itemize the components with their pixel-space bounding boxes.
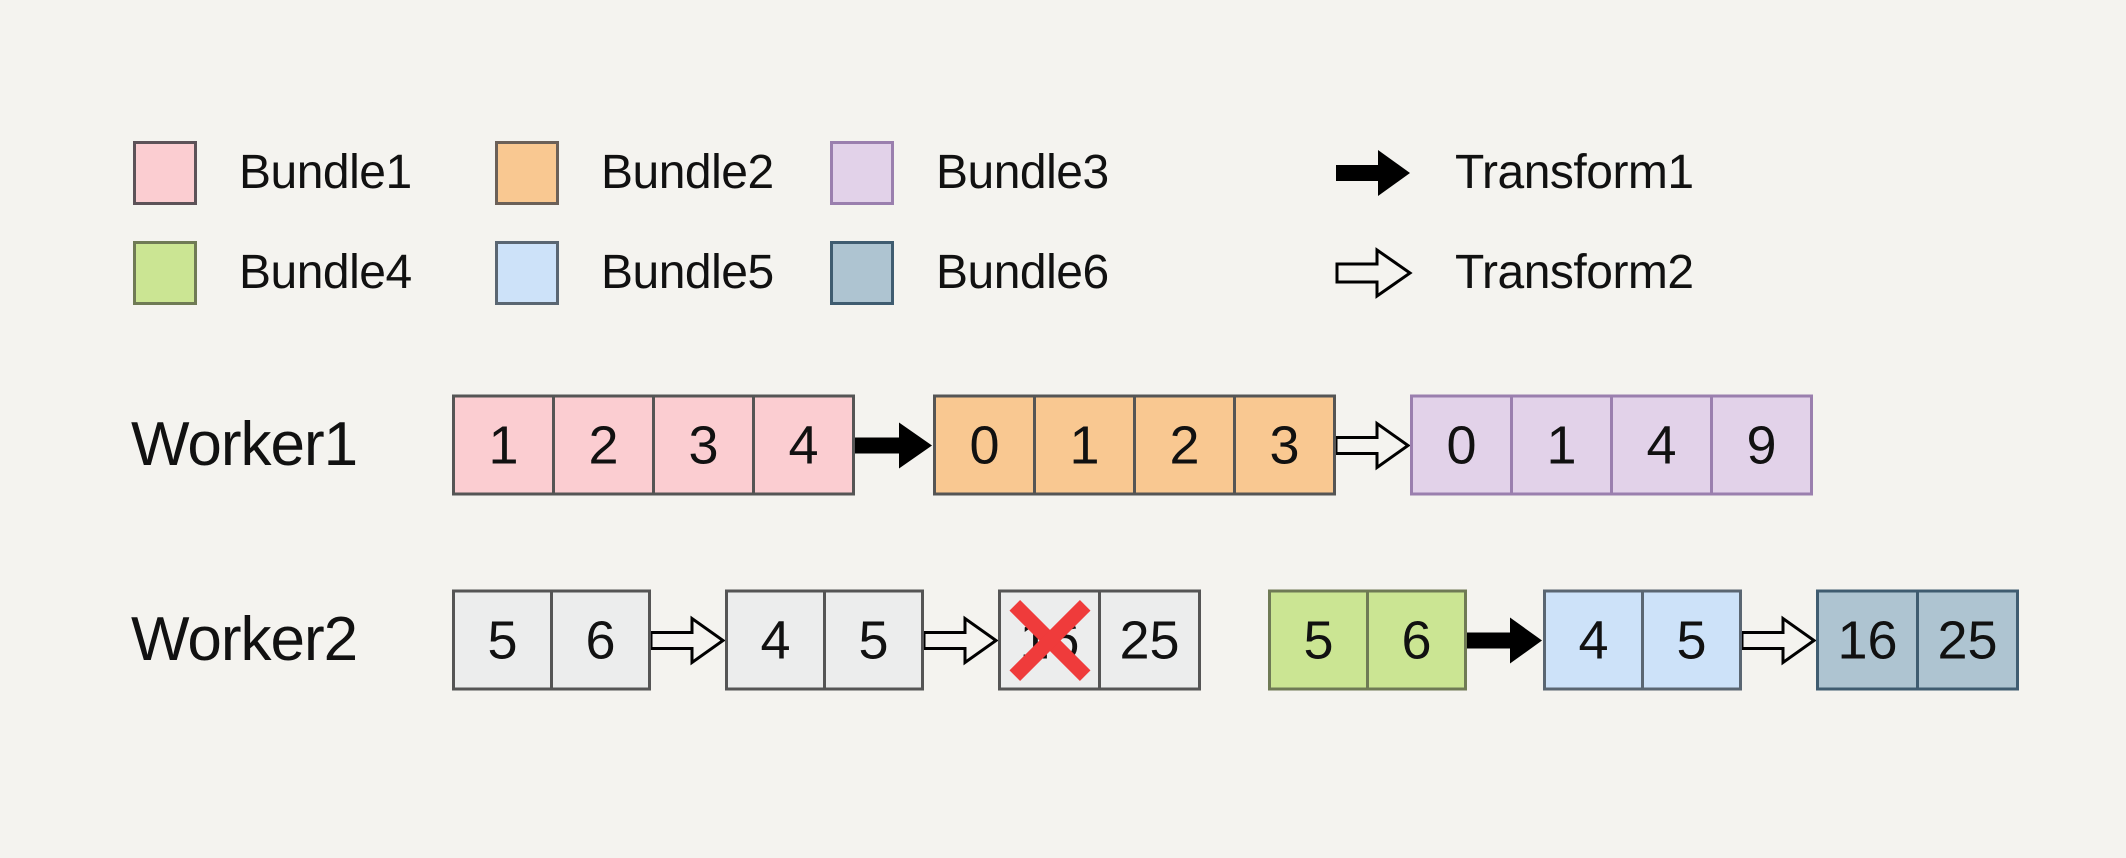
cell[interactable]: 6 [550, 589, 651, 691]
worker-row-worker1: Worker1 1 2 3 4 0 1 2 3 0 1 4 [0, 385, 2126, 505]
color-swatch-icon [133, 241, 197, 305]
cell[interactable]: 5 [823, 589, 924, 691]
cell[interactable]: 4 [1610, 394, 1713, 496]
legend-item-bundle2: Bundle2 [495, 138, 774, 208]
solid-right-arrow-icon [1467, 616, 1543, 664]
legend-item-transform1: Transform1 [1335, 138, 1694, 208]
legend-label: Transform2 [1455, 246, 1694, 299]
worker1-pipeline: 1 2 3 4 0 1 2 3 0 1 4 9 [452, 394, 1813, 496]
cell[interactable]: 25 [1916, 589, 2019, 691]
bundle-group-plain-a: 5 6 [452, 589, 651, 691]
color-swatch-icon [830, 141, 894, 205]
cell[interactable]: 0 [933, 394, 1036, 496]
bundle-group-bundle6: 16 25 [1816, 589, 2019, 691]
legend-label: Bundle4 [239, 246, 412, 299]
cell[interactable]: 5 [1641, 589, 1742, 691]
bundle-group-bundle3: 0 1 4 9 [1410, 394, 1813, 496]
legend-label: Bundle1 [239, 146, 412, 199]
legend-label: Transform1 [1455, 146, 1694, 199]
legend-label: Bundle6 [936, 246, 1109, 299]
solid-right-arrow-icon [855, 421, 933, 469]
legend-item-bundle6: Bundle6 [830, 238, 1109, 308]
cell[interactable]: 9 [1710, 394, 1813, 496]
cell[interactable]: 4 [1543, 589, 1644, 691]
legend-item-bundle3: Bundle3 [830, 138, 1109, 208]
legend-item-transform2: Transform2 [1335, 238, 1694, 308]
hollow-right-arrow-icon [1334, 420, 1411, 470]
cell[interactable]: 4 [752, 394, 855, 496]
cell[interactable]: 4 [725, 589, 826, 691]
legend-label: Bundle5 [601, 246, 774, 299]
hollow-right-arrow-icon [649, 615, 726, 665]
cell[interactable]: 2 [552, 394, 655, 496]
bundle-group-plain-c: 16 25 [998, 589, 1201, 691]
bundle-group-bundle4: 5 6 [1268, 589, 1467, 691]
hollow-right-arrow-icon [922, 615, 999, 665]
cell[interactable]: 1 [1033, 394, 1136, 496]
cell[interactable]: 6 [1366, 589, 1467, 691]
bundle-group-bundle1: 1 2 3 4 [452, 394, 855, 496]
worker-label: Worker1 [131, 410, 358, 479]
worker2-pipeline-invalidated: 5 6 4 5 16 25 [452, 589, 1201, 691]
cell[interactable]: 2 [1133, 394, 1236, 496]
color-swatch-icon [830, 241, 894, 305]
cell[interactable]: 1 [452, 394, 555, 496]
legend-item-bundle1: Bundle1 [133, 138, 412, 208]
cell[interactable]: 5 [452, 589, 553, 691]
solid-right-arrow-icon [1335, 141, 1413, 205]
bundle-group-bundle2: 0 1 2 3 [933, 394, 1336, 496]
hollow-right-arrow-icon [1335, 241, 1413, 305]
legend-label: Bundle2 [601, 146, 774, 199]
cell[interactable]: 0 [1410, 394, 1513, 496]
cell[interactable]: 3 [1233, 394, 1336, 496]
color-swatch-icon [495, 241, 559, 305]
color-swatch-icon [133, 141, 197, 205]
worker-row-worker2: Worker2 5 6 4 5 16 [0, 580, 2126, 700]
color-swatch-icon [495, 141, 559, 205]
legend: Bundle1 Bundle2 Bundle3 Transform1 Bundl… [0, 118, 2126, 318]
hollow-right-arrow-icon [1740, 615, 1817, 665]
cell[interactable]: 5 [1268, 589, 1369, 691]
cell-invalidated[interactable]: 16 [998, 589, 1101, 691]
cell[interactable]: 16 [1816, 589, 1919, 691]
legend-label: Bundle3 [936, 146, 1109, 199]
legend-item-bundle4: Bundle4 [133, 238, 412, 308]
cell[interactable]: 25 [1098, 589, 1201, 691]
bundle-group-bundle5: 4 5 [1543, 589, 1742, 691]
bundle-group-plain-b: 4 5 [725, 589, 924, 691]
worker-label: Worker2 [131, 605, 358, 674]
cell[interactable]: 3 [652, 394, 755, 496]
cell[interactable]: 1 [1510, 394, 1613, 496]
cell-value: 16 [1019, 610, 1080, 670]
worker2-pipeline-recomputed: 5 6 4 5 16 25 [1268, 589, 2019, 691]
legend-item-bundle5: Bundle5 [495, 238, 774, 308]
